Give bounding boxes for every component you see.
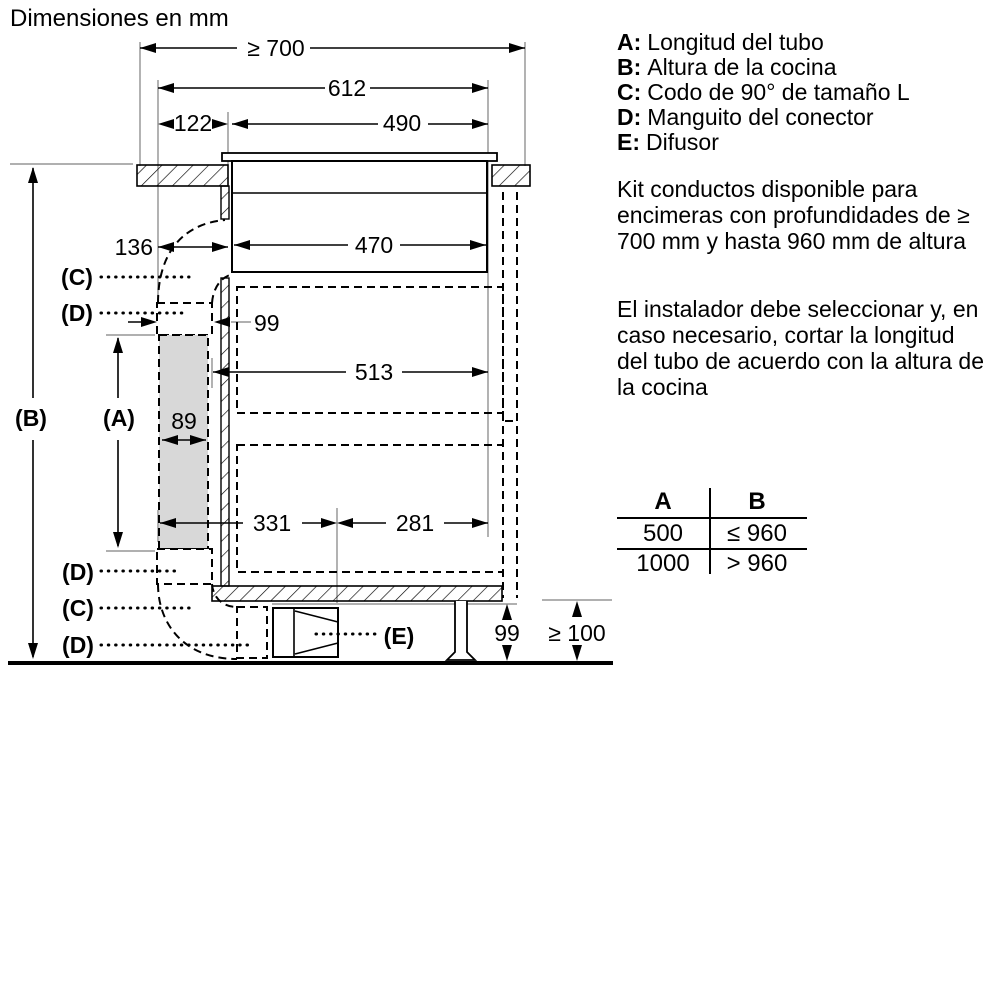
dim-513: 513 <box>355 359 393 385</box>
label-c-bottom: (C) <box>62 595 94 621</box>
worktop-right <box>491 164 531 187</box>
legend-text: Longitud del tubo <box>647 29 824 55</box>
connector-sleeve-top <box>156 302 213 336</box>
dim-99-top: 99 <box>254 310 280 336</box>
legend-item-a: A:Longitud del tubo <box>617 30 910 55</box>
table-header-a: A <box>654 487 672 515</box>
connector-sleeve-bottom <box>236 606 268 659</box>
note-installer: El instalador debe seleccionar y, en cas… <box>617 296 984 400</box>
tube-assembly <box>156 219 268 660</box>
worktop-left <box>136 164 229 187</box>
dim-136: 136 <box>115 234 153 260</box>
label-leaders <box>99 275 379 647</box>
dim-612: 612 <box>328 75 366 101</box>
label-b: (B) <box>15 405 47 431</box>
tube-length-table: A B 500 ≤ 960 1000 > 960 <box>617 486 807 578</box>
legend-key: D: <box>617 104 642 130</box>
legend-item-b: B:Altura de la cocina <box>617 55 910 80</box>
dim-89: 89 <box>171 408 197 434</box>
legend-text: Difusor <box>646 129 719 155</box>
elbow-top <box>157 219 234 304</box>
dim-470: 470 <box>355 232 393 258</box>
dim-490: 490 <box>383 110 421 136</box>
table-cell: ≤ 960 <box>727 519 787 547</box>
note-kit-conductos: Kit conductos disponible para encimeras … <box>617 176 970 254</box>
cabinet-dashed <box>236 192 518 598</box>
legend-text: Codo de 90° de tamaño L <box>647 79 910 105</box>
table-row: 1000 > 960 <box>617 550 807 578</box>
table-column-divider <box>709 488 711 574</box>
dim-100: ≥ 100 <box>548 620 605 646</box>
drawer-lower <box>236 444 504 573</box>
label-d-top: (D) <box>61 300 93 326</box>
legend-key: A: <box>617 29 642 55</box>
dim-331: 331 <box>253 510 291 536</box>
elbow-bottom <box>157 583 238 660</box>
legend-text: Altura de la cocina <box>647 54 837 80</box>
table-cell: > 960 <box>726 550 788 577</box>
tube-a <box>158 334 209 550</box>
dim-700: ≥ 700 <box>247 35 304 61</box>
dim-281: 281 <box>396 510 434 536</box>
worktop-tab <box>220 185 230 220</box>
dim-99-bottom: 99 <box>494 620 520 646</box>
cabinet-leg <box>444 601 478 661</box>
legend-item-c: C:Codo de 90° de tamaño L <box>617 80 910 105</box>
arrowheads <box>28 43 582 661</box>
dimension-lines <box>32 47 525 657</box>
legend: A:Longitud del tubo B:Altura de la cocin… <box>617 30 910 155</box>
dim-122: 122 <box>174 110 212 136</box>
legend-key: C: <box>617 79 642 105</box>
extension-lines <box>10 42 612 605</box>
legend-key: E: <box>617 129 640 155</box>
legend-text: Manguito del conector <box>647 104 874 130</box>
legend-item-d: D:Manguito del conector <box>617 105 910 130</box>
label-a: (A) <box>103 405 135 431</box>
diffuser <box>272 607 339 658</box>
legend-key: B: <box>617 54 642 80</box>
label-c-top: (C) <box>61 264 93 290</box>
table-row: 500 ≤ 960 <box>617 519 807 550</box>
connector-sleeve-mid <box>156 548 213 585</box>
diffuser-funnel <box>293 608 339 657</box>
label-d-mid: (D) <box>62 559 94 585</box>
page-title: Dimensiones en mm <box>10 5 229 32</box>
diffuser-body <box>272 607 339 658</box>
worktop-and-cabinet <box>136 164 531 602</box>
installation-drawing: ≥ 700 612 122 490 136 470 99 513 89 331 … <box>8 35 613 665</box>
label-d-bottom: (D) <box>62 632 94 658</box>
table-cell: 1000 <box>636 550 690 577</box>
table-header-row: A B <box>617 486 807 519</box>
drawer-upper <box>236 286 504 414</box>
table-cell: 500 <box>642 519 684 547</box>
rear-duct-channel <box>502 192 518 598</box>
hob-plate <box>221 152 498 162</box>
table-header-b: B <box>748 487 766 515</box>
cabinet-bottom-panel <box>211 585 503 602</box>
hob-hood-body <box>221 152 498 273</box>
hood-box <box>231 160 488 273</box>
legend-item-e: E:Difusor <box>617 130 910 155</box>
label-e: (E) <box>384 623 415 649</box>
